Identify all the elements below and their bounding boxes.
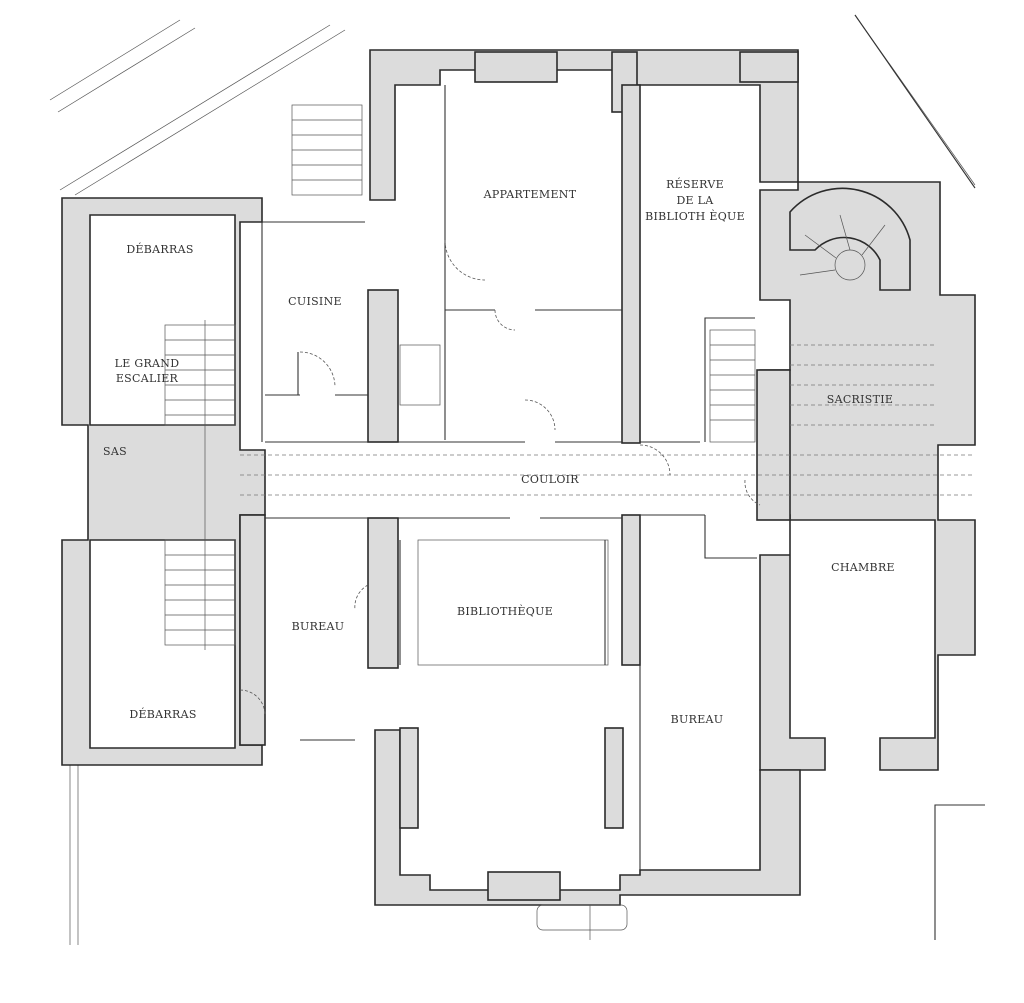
label-sacristie: SACRISTIE [827,393,893,406]
spiral-stair [789,187,911,291]
wall-left-wing [61,197,266,766]
label-reserve-2: DE LA [676,194,714,207]
entrance-step [536,904,628,940]
label-bibliotheque: BIBLIOTHÈQUE [457,604,553,618]
label-debarras-bottom: DÉBARRAS [129,707,196,721]
label-bureau-left: BUREAU [292,620,345,633]
label-reserve-3: BIBLIOTH ÈQUE [645,209,745,223]
label-chambre: CHAMBRE [831,561,895,574]
label-grand-escalier-1: LE GRAND [115,357,180,370]
partitions [261,85,757,870]
service-stair [709,329,756,443]
wall-south [374,729,801,906]
label-debarras-top: DÉBARRAS [126,242,193,256]
label-appartement: APPARTEMENT [483,188,577,201]
label-sas: SAS [103,445,127,458]
label-reserve-1: RÉSERVE [666,177,724,191]
wall-north [369,49,799,201]
wall-right-wing [759,181,976,771]
label-bureau-right: BUREAU [671,713,724,726]
outdoor-stair [291,104,363,196]
exterior-walls [61,49,976,906]
label-cuisine: CUISINE [288,295,342,308]
site-lines [49,14,985,945]
corridor-floor [240,344,975,496]
stairs [164,104,911,650]
doors [239,239,761,716]
grand-staircase [164,320,236,650]
label-grand-escalier-2: ESCALIER [116,372,179,385]
room-labels: DÉBARRAS LE GRAND ESCALIER SAS DÉBARRAS … [103,177,895,726]
label-couloir: COULOIR [521,473,579,486]
